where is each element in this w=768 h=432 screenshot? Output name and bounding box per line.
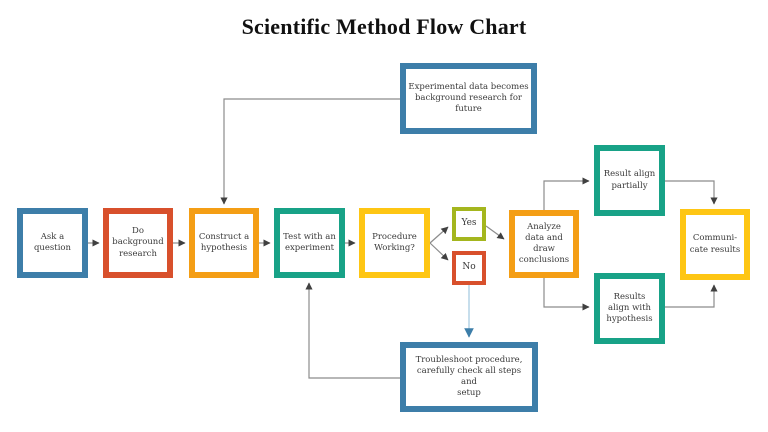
edge-yes-to-analyze: [485, 225, 505, 240]
node-result-align-partially: Result align partially: [594, 145, 665, 216]
node-label: No: [462, 262, 476, 273]
node-label: Test with an experiment: [283, 231, 336, 253]
node-procedure-working: Procedure Working?: [359, 208, 430, 278]
node-label: Communi- cate results: [689, 233, 741, 255]
edge-partial-to-communicate: [665, 180, 718, 205]
node-experimental-data-feedback: Experimental data becomes background res…: [400, 63, 537, 134]
node-label: Construct a hypothesis: [198, 231, 250, 253]
node-label: Troubleshoot procedure, carefully check …: [415, 354, 523, 399]
edge-analyze-to-partial: [543, 177, 590, 210]
node-label: Result align partially: [603, 169, 656, 191]
node-construct-a-hypothesis: Construct a hypothesis: [189, 208, 259, 278]
edge-procedure-to-no: [429, 242, 449, 261]
node-communicate-results: Communi- cate results: [680, 209, 750, 280]
node-label: Procedure Working?: [372, 231, 417, 253]
edge-procedure-to-yes: [429, 226, 449, 244]
node-do-background-research: Do background research: [103, 208, 173, 278]
node-no: No: [452, 251, 486, 285]
edge-analyze-to-hypothesis-align: [543, 278, 590, 311]
node-label: Do background research: [112, 226, 164, 259]
edge-align-to-communicate: [665, 284, 718, 308]
node-troubleshoot-procedure: Troubleshoot procedure, carefully check …: [400, 342, 538, 412]
node-label: Ask a question: [33, 231, 72, 253]
node-label: Analyze data and draw conclusions: [518, 221, 570, 266]
edge-troubleshoot-to-test: [305, 282, 400, 379]
node-label: Yes: [461, 218, 477, 229]
edge-experimental-to-hypothesis: [220, 98, 400, 205]
node-test-with-an-experiment: Test with an experiment: [274, 208, 345, 278]
page-title: Scientific Method Flow Chart: [241, 14, 527, 39]
node-label: Experimental data becomes background res…: [408, 81, 529, 115]
node-yes: Yes: [452, 207, 486, 241]
node-results-align-with-hypothesis: Results align with hypothesis: [594, 273, 665, 344]
node-analyze-data-draw-conclusions: Analyze data and draw conclusions: [509, 210, 579, 278]
node-ask-a-question: Ask a question: [17, 208, 88, 278]
node-label: Results align with hypothesis: [606, 291, 653, 325]
